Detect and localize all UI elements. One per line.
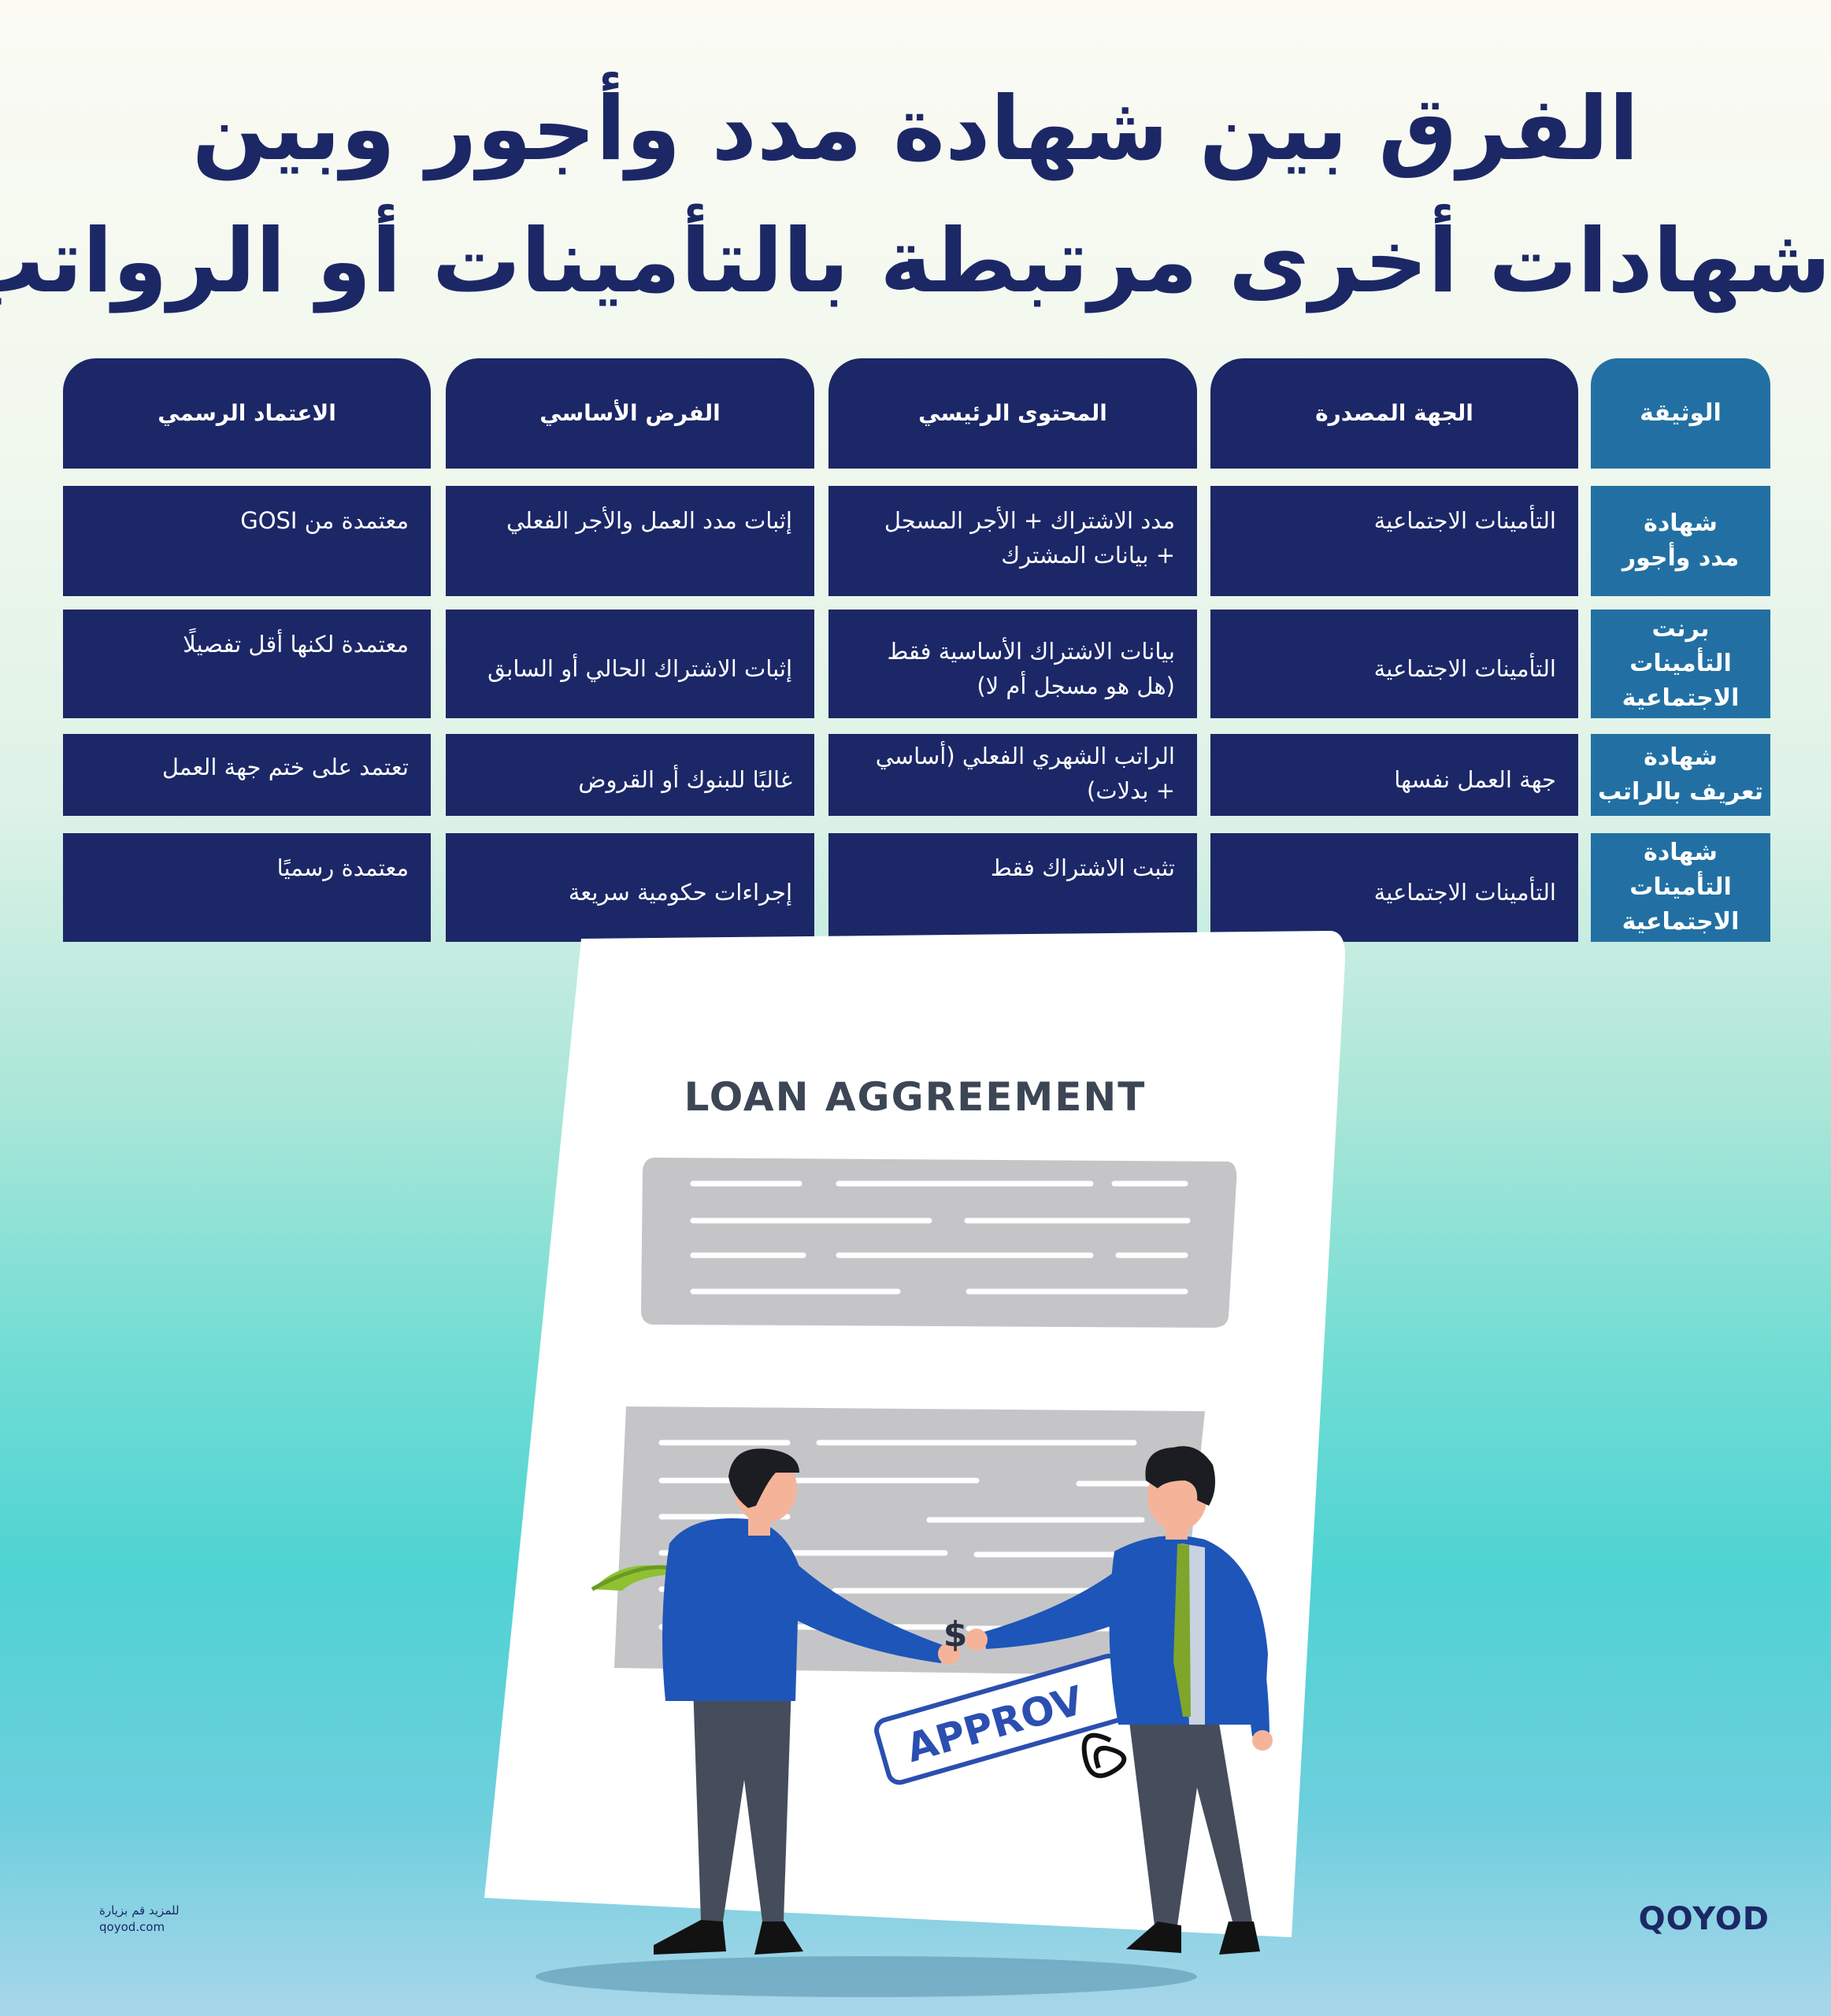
header-content: المحتوى الرئيسي bbox=[828, 358, 1197, 469]
text-block-upper bbox=[641, 1158, 1237, 1328]
header-purpose: الفرض الأساسي bbox=[446, 358, 814, 469]
brand-logo: QOYOD bbox=[1638, 1901, 1770, 1937]
cell-approval: تعتمد على ختم جهة العمل bbox=[63, 734, 431, 816]
header-approval: الاعتماد الرسمي bbox=[63, 358, 431, 469]
cell-content: تثبت الاشتراك فقط bbox=[828, 833, 1197, 942]
cell-approval: معتمدة رسميًا bbox=[63, 833, 431, 942]
cell-purpose: غالبًا للبنوك أو القروض bbox=[446, 734, 814, 816]
dollar-icon: $ bbox=[943, 1614, 968, 1655]
cell-content: بيانات الاشتراك الأساسية فقط (هل هو مسجل… bbox=[828, 610, 1197, 718]
document-title: LOAN AGGREEMENT bbox=[684, 1074, 1147, 1120]
visit-url: qoyod.com bbox=[99, 1920, 165, 1934]
leaf-decoration bbox=[592, 1565, 685, 1591]
text-lines-upper bbox=[690, 1180, 1191, 1295]
header-issuer: الجهة المصدرة bbox=[1210, 358, 1578, 469]
row-label-salary-certificate: شهادة تعريف بالراتب bbox=[1591, 734, 1770, 816]
row-label-gosi-certificate: شهادة التأمينات الاجتماعية bbox=[1591, 833, 1770, 942]
signature-scribble bbox=[1081, 1732, 1127, 1778]
cell-content: مدد الاشتراك + الأجر المسجل + بيانات الم… bbox=[828, 486, 1197, 596]
cell-content: الراتب الشهري الفعلي (أساسي + بدلات) bbox=[828, 734, 1197, 816]
header-document: الوثيقة bbox=[1591, 358, 1770, 469]
cell-issuer: التأمينات الاجتماعية bbox=[1210, 486, 1578, 596]
page-title: الفرق بين شهادة مدد وأجور وبين شهادات أخ… bbox=[0, 63, 1831, 328]
cell-issuer: جهة العمل نفسها bbox=[1210, 734, 1578, 816]
cell-purpose: إجراءات حكومية سريعة bbox=[446, 833, 814, 942]
title-line-2: شهادات أخرى مرتبطة بالتأمينات أو الرواتب bbox=[0, 210, 1831, 313]
title-line-1: الفرق بين شهادة مدد وأجور وبين bbox=[191, 78, 1640, 180]
cell-issuer: التأمينات الاجتماعية bbox=[1210, 610, 1578, 718]
cell-approval: معتمدة لكنها أقل تفصيلًا bbox=[63, 610, 431, 718]
row-label-wage-certificate: شهادة مدد وأجور bbox=[1591, 486, 1770, 596]
cell-purpose: إثبات الاشتراك الحالي أو السابق bbox=[446, 610, 814, 718]
man-right bbox=[966, 1446, 1273, 1955]
man-left bbox=[654, 1448, 960, 1955]
cell-purpose: إثبات مدد العمل والأجر الفعلي bbox=[446, 486, 814, 596]
row-label-gosi-print: برنت التأمينات الاجتماعية bbox=[1591, 610, 1770, 718]
visit-note: للمزيد قم بزيارة qoyod.com bbox=[99, 1903, 180, 1936]
visit-text: للمزيد قم بزيارة bbox=[99, 1903, 180, 1918]
cell-approval: معتمدة من GOSI bbox=[63, 486, 431, 596]
cell-issuer: التأمينات الاجتماعية bbox=[1210, 833, 1578, 942]
